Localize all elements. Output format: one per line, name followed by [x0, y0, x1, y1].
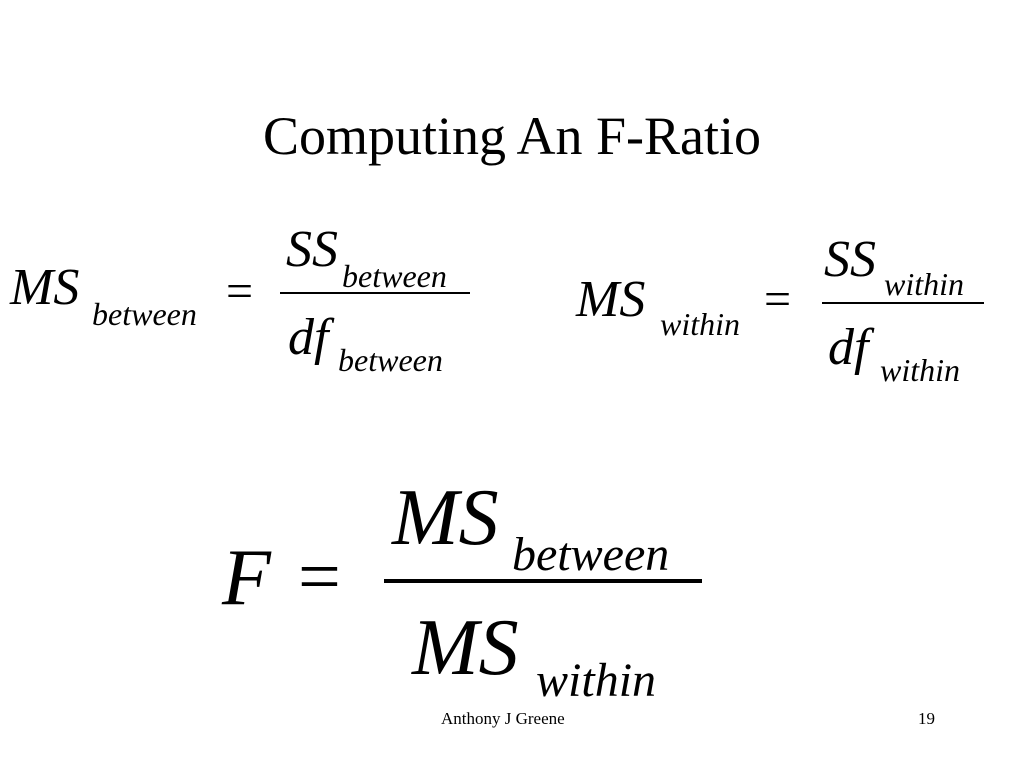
ms-within-den-sub: within	[880, 352, 961, 388]
f-ratio-fraction-bar	[384, 579, 702, 583]
ms-between-fraction-bar	[280, 292, 470, 294]
f-ratio-equals: =	[298, 535, 341, 619]
ms-between-num-var: SS	[286, 221, 338, 278]
footer-author: Anthony J Greene	[441, 709, 565, 728]
ms-within-lhs-sub: within	[660, 306, 741, 342]
ms-within-num-var: SS	[824, 231, 876, 288]
slide-title: Computing An F-Ratio	[262, 106, 762, 166]
ms-within-lhs-var: MS	[576, 271, 646, 328]
ms-within-equals: =	[764, 273, 792, 326]
ms-within-fraction-bar	[822, 302, 984, 304]
f-ratio-num-sub: between	[512, 528, 670, 581]
ms-between-num-sub: between	[342, 258, 447, 294]
ms-between-lhs-sub: between	[92, 296, 197, 332]
footer-page-number: 19	[918, 709, 935, 728]
f-ratio-den-var: MS	[412, 604, 519, 692]
ms-between-den-var: df	[288, 309, 329, 366]
ms-within-den-var: df	[828, 319, 869, 376]
ms-between-equals: =	[226, 265, 254, 318]
ms-between-den-sub: between	[338, 342, 443, 378]
f-ratio-num-var: MS	[392, 474, 499, 562]
f-ratio-lhs-var: F	[222, 534, 271, 622]
f-ratio-den-sub: within	[536, 654, 657, 707]
ms-between-lhs-var: MS	[10, 259, 80, 316]
ms-within-num-sub: within	[884, 266, 965, 302]
